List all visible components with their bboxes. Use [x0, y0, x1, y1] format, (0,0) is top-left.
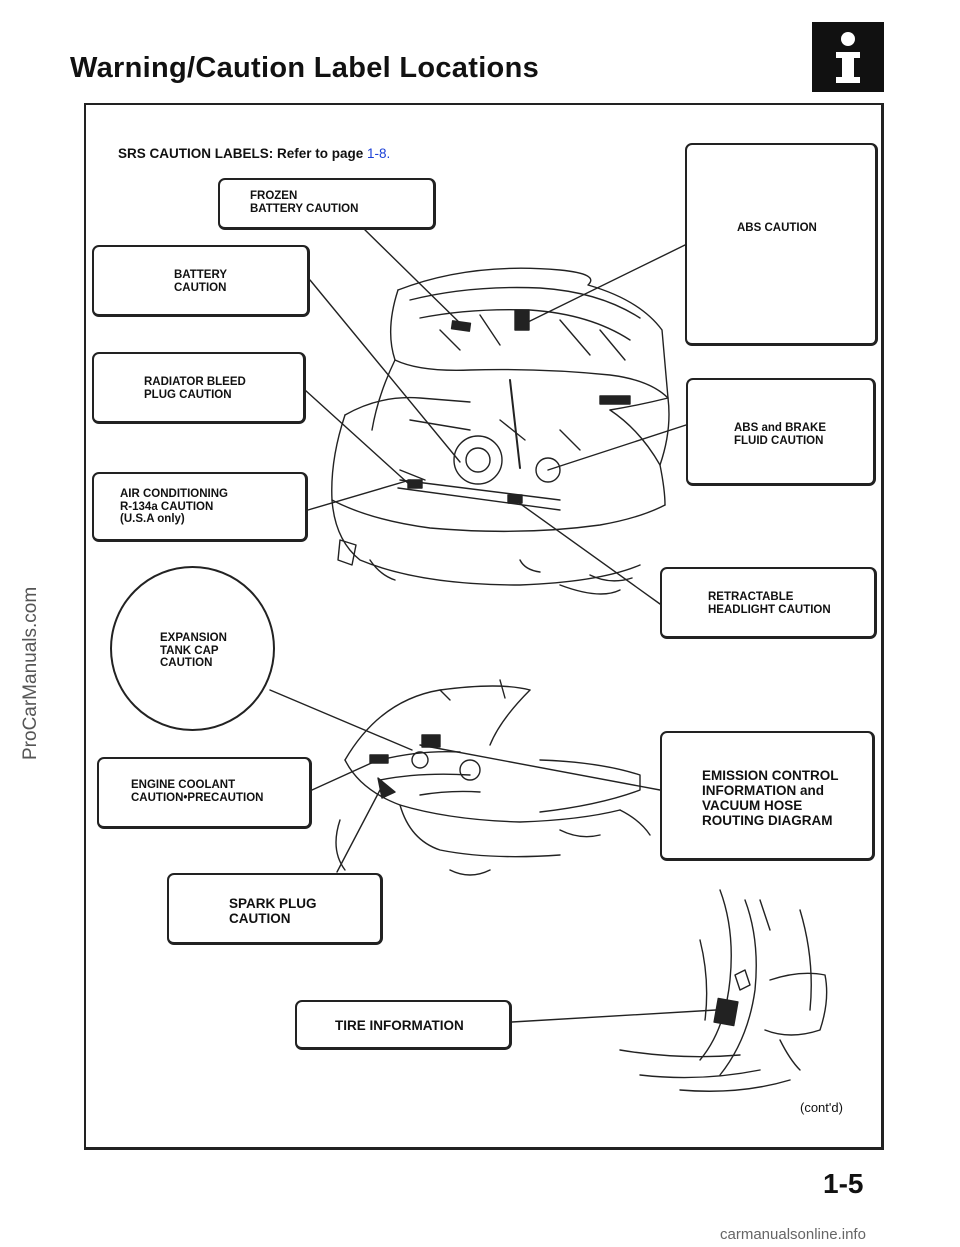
- air-conditioning-caution-label: AIR CONDITIONING R-134a CAUTION (U.S.A o…: [120, 488, 228, 526]
- info-icon: [812, 22, 884, 92]
- srs-note-text: SRS CAUTION LABELS: Refer to page: [118, 146, 368, 161]
- watermark-bottom: carmanualsonline.info: [720, 1226, 866, 1243]
- emission-control-info-box: EMISSION CONTROL INFORMATION and VACUUM …: [660, 731, 875, 861]
- srs-page-link[interactable]: 1-8.: [367, 146, 391, 161]
- diagram-frame: [84, 103, 884, 1150]
- battery-caution-label: BATTERY CAUTION: [174, 269, 228, 294]
- frozen-battery-caution-label: FROZEN BATTERY CAUTION: [250, 190, 359, 215]
- radiator-bleed-caution-label: RADIATOR BLEED PLUG CAUTION: [144, 376, 246, 401]
- page-number: 1-5: [823, 1168, 864, 1199]
- spark-plug-caution-label: SPARK PLUG CAUTION: [229, 896, 317, 926]
- continued-note: (cont'd): [800, 1100, 843, 1115]
- air-conditioning-caution-box: AIR CONDITIONING R-134a CAUTION (U.S.A o…: [92, 472, 308, 542]
- expansion-tank-caution-label: EXPANSION TANK CAP CAUTION: [160, 632, 227, 670]
- tire-information-label: TIRE INFORMATION: [335, 1018, 464, 1033]
- engine-coolant-caution-box: ENGINE COOLANT CAUTION•PRECAUTION: [97, 757, 312, 829]
- srs-caution-note: SRS CAUTION LABELS: Refer to page 1-8.: [118, 146, 390, 161]
- engine-coolant-caution-label: ENGINE COOLANT CAUTION•PRECAUTION: [131, 779, 264, 804]
- emission-control-info-label: EMISSION CONTROL INFORMATION and VACUUM …: [702, 768, 839, 828]
- page-title: Warning/Caution Label Locations: [70, 52, 540, 84]
- abs-brake-fluid-caution-label: ABS and BRAKE FLUID CAUTION: [734, 422, 827, 447]
- abs-caution-label: ABS CAUTION: [737, 222, 817, 234]
- abs-brake-fluid-caution-box: ABS and BRAKE FLUID CAUTION: [686, 378, 876, 486]
- spark-plug-caution-box: SPARK PLUG CAUTION: [167, 873, 383, 945]
- abs-caution-box: ABS CAUTION: [685, 143, 878, 346]
- retractable-headlight-caution-label: RETRACTABLE HEADLIGHT CAUTION: [708, 591, 831, 616]
- retractable-headlight-caution-box: RETRACTABLE HEADLIGHT CAUTION: [660, 567, 877, 639]
- frozen-battery-caution-box: FROZEN BATTERY CAUTION: [218, 178, 436, 230]
- tire-information-box: TIRE INFORMATION: [295, 1000, 512, 1050]
- expansion-tank-caution-circle: EXPANSION TANK CAP CAUTION: [110, 566, 275, 731]
- battery-caution-box: BATTERY CAUTION: [92, 245, 310, 317]
- radiator-bleed-caution-box: RADIATOR BLEED PLUG CAUTION: [92, 352, 306, 424]
- watermark-left: ProCarManuals.com: [20, 586, 41, 760]
